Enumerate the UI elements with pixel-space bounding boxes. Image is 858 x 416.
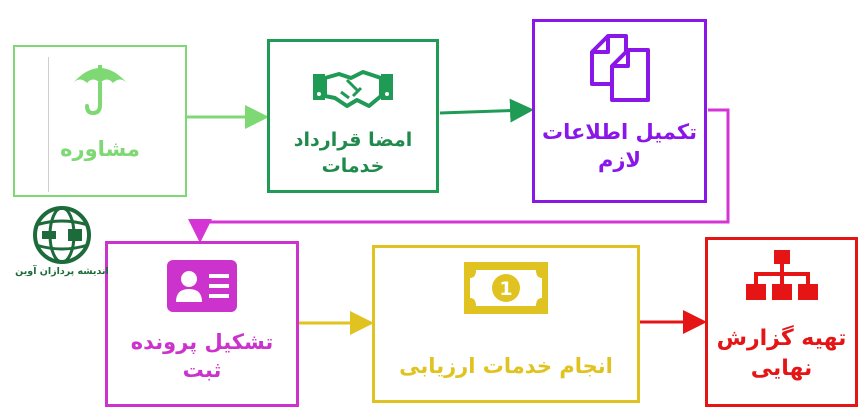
arrow-step3-to-step4	[188, 108, 730, 243]
money-bill-icon: 1	[375, 262, 637, 314]
step-label-line: خدمات	[321, 154, 385, 177]
logo-text: اندیشه پردازان آوین	[15, 266, 109, 277]
step-label: تهیه گزارش نهایی	[708, 324, 855, 383]
step-perform-evaluation: 1 انجام خدمات ارزیابی	[372, 245, 640, 403]
step-label-line: تهیه گزارش	[716, 326, 847, 351]
step-sign-contract: امضا قرارداد خدمات	[267, 39, 439, 193]
step-final-report: تهیه گزارش نهایی	[705, 237, 858, 407]
arrow-step2-to-step3	[439, 98, 534, 123]
step-label-line: تشکیل پرونده	[130, 330, 274, 354]
step-label-line: امضا قرارداد	[293, 129, 413, 151]
step-label: انجام خدمات ارزیابی	[375, 352, 637, 380]
company-logo: اندیشه پردازان آوین	[12, 205, 112, 283]
step-label-line: انجام خدمات ارزیابی	[399, 354, 613, 378]
step-create-file: تشکیل پرونده ثبت	[105, 241, 299, 407]
id-card-icon	[108, 260, 296, 312]
step-label-line: ثبت	[182, 358, 222, 383]
divider-line	[48, 57, 49, 192]
umbrella-icon	[15, 59, 185, 119]
step-label-line: نهایی	[750, 355, 813, 381]
globe-logo-icon	[18, 205, 106, 269]
step-consultation: مشاوره	[13, 45, 187, 197]
step-label-line: لازم	[597, 148, 642, 173]
sitemap-icon	[708, 250, 855, 308]
step-complete-information: تکمیل اطلاعات لازم	[532, 19, 707, 203]
step-label: مشاوره	[15, 135, 185, 163]
step-label: تشکیل پرونده ثبت	[108, 328, 296, 385]
step-label: امضا قرارداد خدمات	[270, 128, 436, 179]
step-label-line: تکمیل اطلاعات	[541, 120, 698, 144]
handshake-icon	[270, 66, 436, 110]
step-label: تکمیل اطلاعات لازم	[535, 118, 704, 175]
documents-icon	[535, 32, 704, 104]
step-label-line: مشاوره	[60, 137, 140, 161]
svg-text:1: 1	[499, 278, 512, 300]
